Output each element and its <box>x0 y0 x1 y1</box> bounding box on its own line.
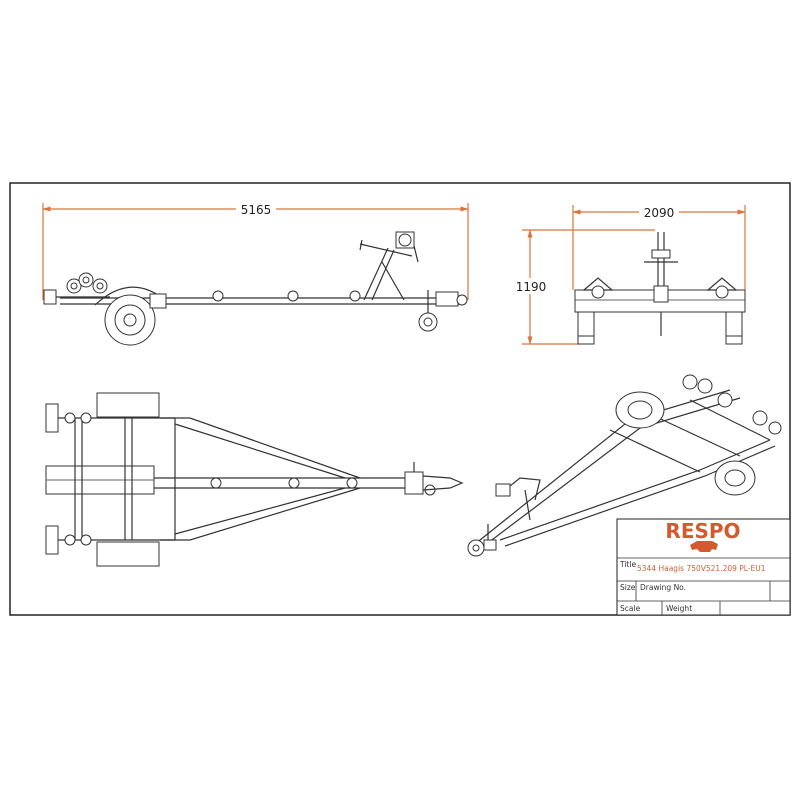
weight-label: Weight <box>666 604 692 613</box>
sheet-border <box>9 182 791 616</box>
scale-label: Scale <box>620 604 641 613</box>
width-dimension: 2090 <box>644 206 675 220</box>
height-dimension: 1190 <box>516 280 547 294</box>
drawing-no-label: Drawing No. <box>640 583 686 592</box>
size-label: Size <box>620 583 636 592</box>
brand-logo: RESPO <box>665 519 740 543</box>
top-view <box>45 392 464 567</box>
side-view: 5165 <box>42 201 469 346</box>
title-label: Title <box>619 560 636 569</box>
isometric-view <box>467 374 782 557</box>
logo-animal-icon <box>690 541 718 552</box>
title-block: RESPO Title 5344 Haagis 750V521.209 PL-E… <box>616 518 791 616</box>
front-view: 2090 1190 <box>516 204 746 345</box>
length-dimension: 5165 <box>241 203 272 217</box>
title-value: 5344 Haagis 750V521.209 PL-EU1 <box>637 564 766 573</box>
